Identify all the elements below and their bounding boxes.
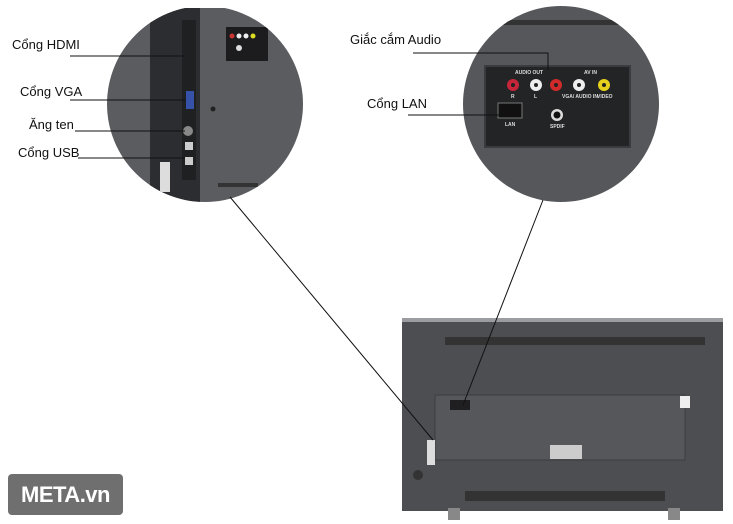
video-label: VIDEO [597, 94, 613, 100]
label-hdmi: Cổng HDMI [12, 37, 80, 52]
left-zoom-circle [107, 6, 303, 202]
label-antenna: Ăng ten [29, 117, 74, 132]
label-vga: Cổng VGA [20, 84, 83, 99]
label-lan: Cổng LAN [367, 96, 427, 111]
l-label: L [534, 94, 537, 100]
av-in-label: AV IN [584, 70, 597, 76]
label-audio: Giắc cắm Audio [350, 32, 442, 47]
leader-lines [70, 52, 549, 441]
tv-back [402, 318, 723, 520]
r-label: R [511, 94, 515, 100]
vga-audio-in-label: VGA/ AUDIO IN [562, 94, 598, 100]
spdif-label: SPDIF [550, 124, 565, 130]
audio-out-label: AUDIO OUT [515, 70, 543, 76]
meta-logo: META.vn [8, 474, 123, 515]
lan-port-label: LAN [505, 122, 516, 128]
label-usb: Cổng USB [18, 145, 80, 160]
right-zoom-circle: AUDIO OUT AV IN R L VGA/ AUDIO IN VIDEO … [463, 6, 659, 202]
